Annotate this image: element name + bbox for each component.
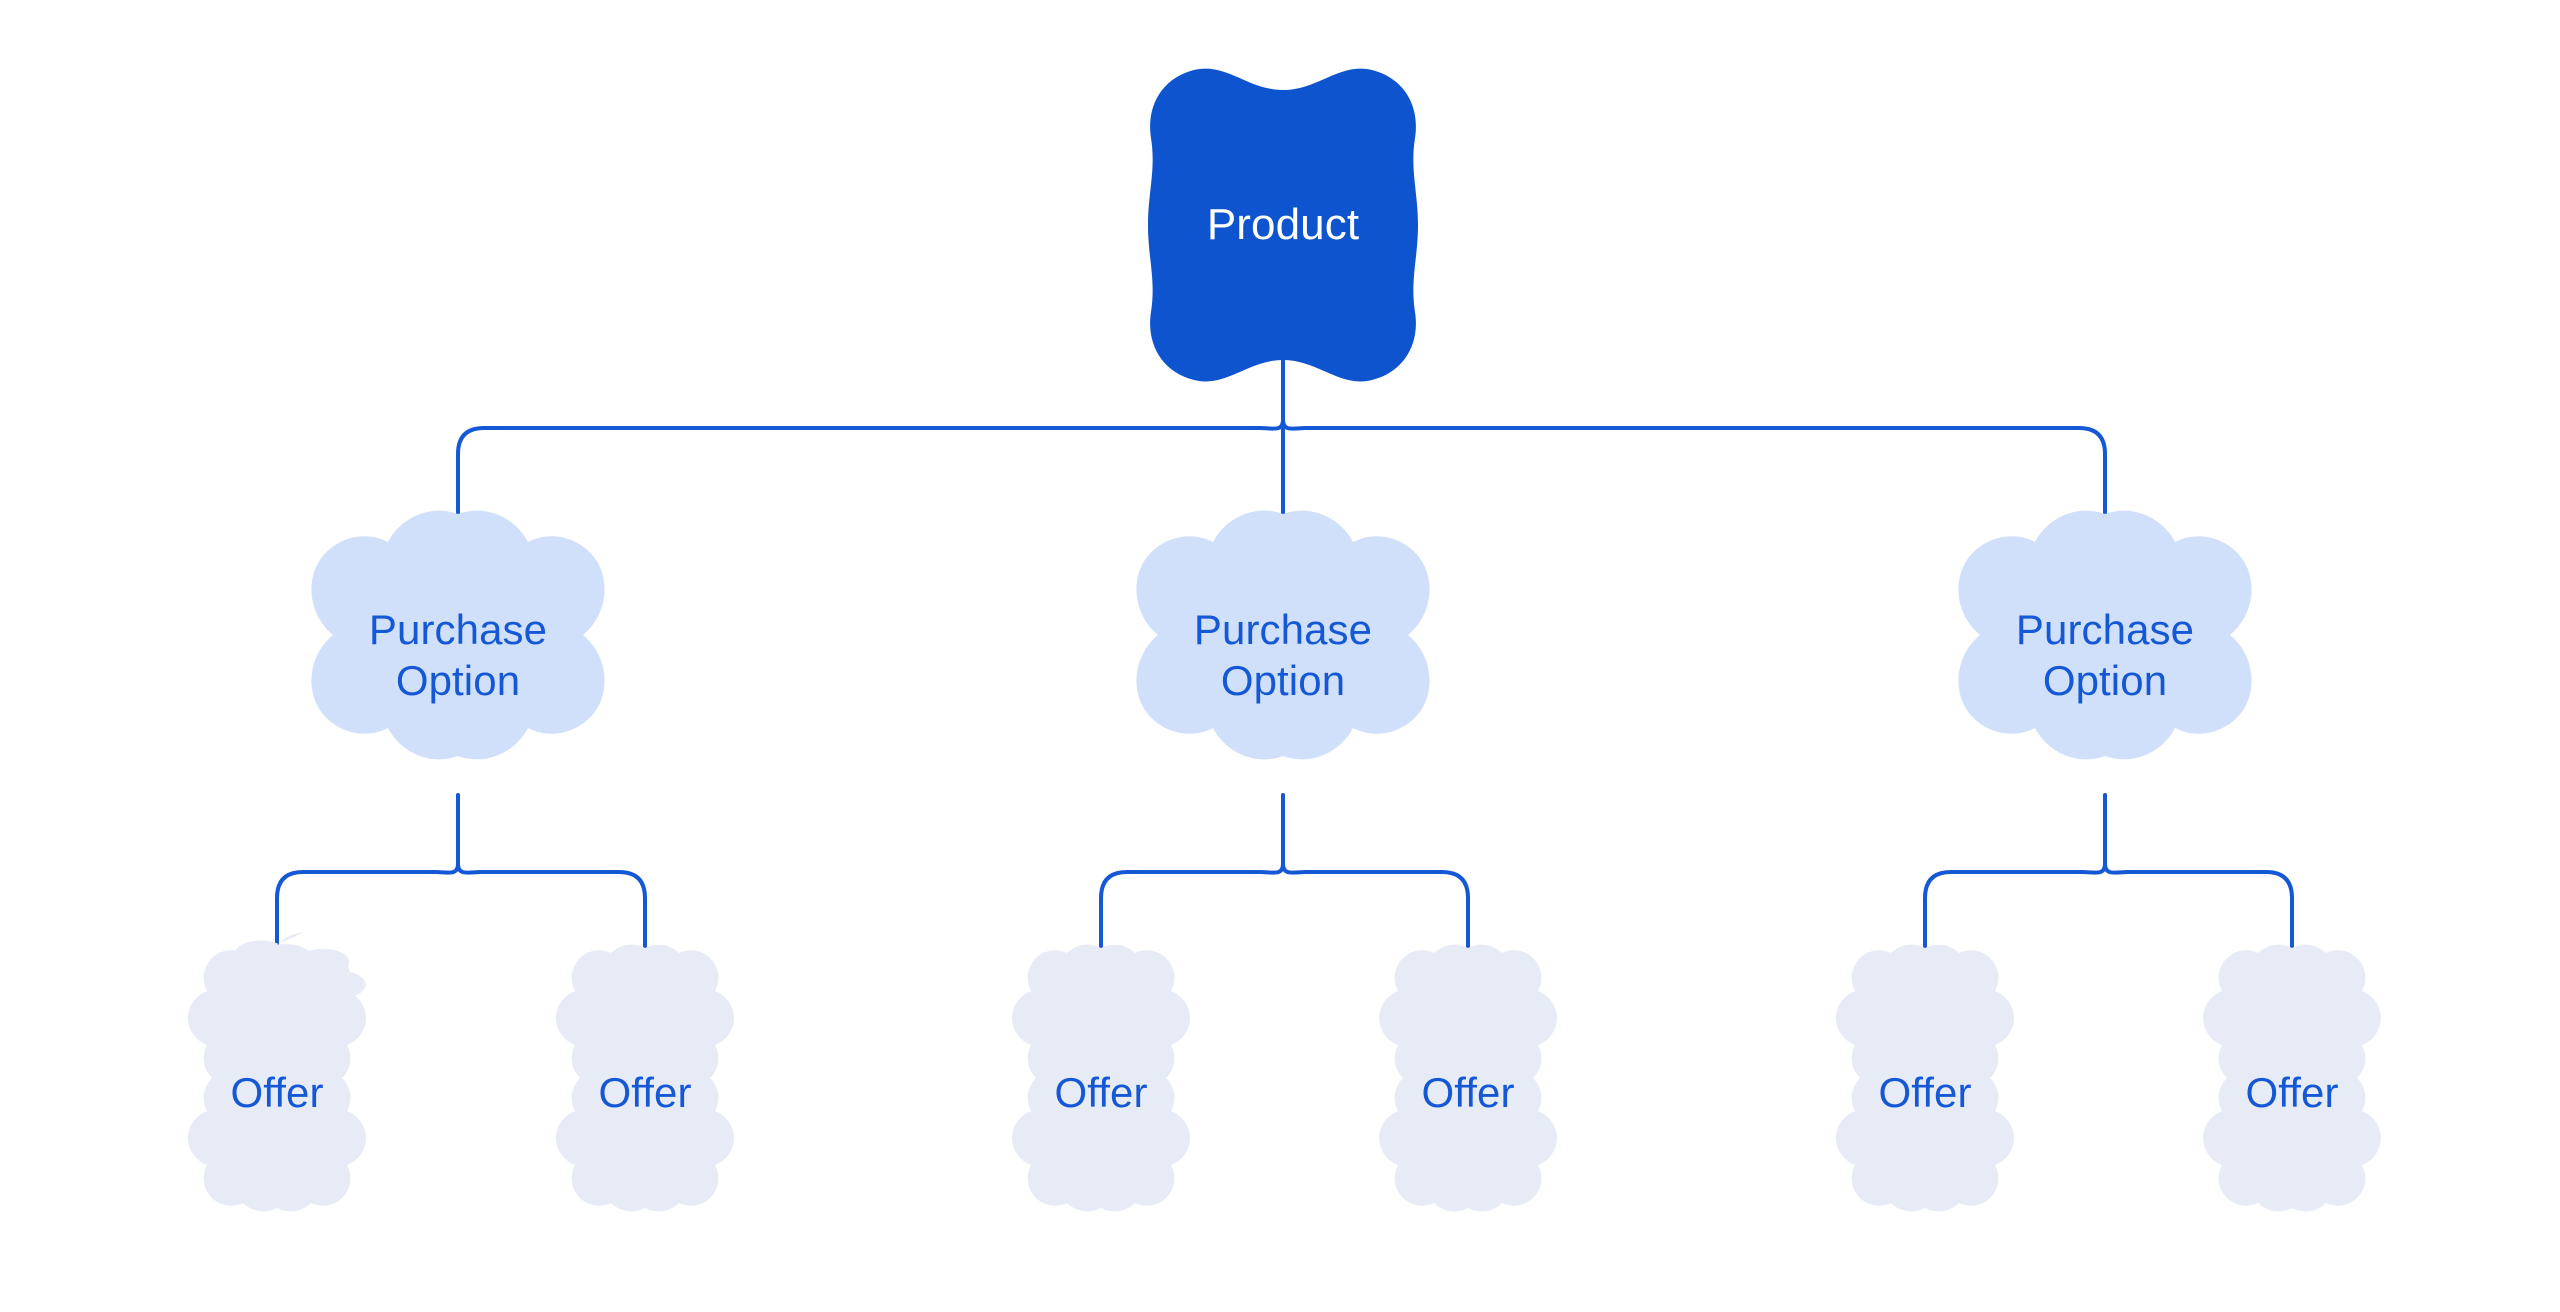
- connector-po1-bus-right: [456, 862, 647, 950]
- purchase-option-1-blob-shape[interactable]: [311, 510, 605, 760]
- connector-main-bus-right: [1281, 418, 2107, 518]
- offer-4-blob-shape[interactable]: [1379, 944, 1557, 1212]
- connector-main-bus-left: [456, 418, 1285, 518]
- connector-po1-bus-left: [275, 862, 460, 950]
- node-group-product: [1148, 68, 1418, 382]
- connector-po2-bus-right: [1281, 862, 1470, 950]
- purchase-option-3-blob-shape[interactable]: [1958, 510, 2252, 760]
- connector-layer: [275, 355, 2294, 950]
- offer-2-blob-shape[interactable]: [556, 944, 734, 1212]
- product-blob-shape[interactable]: [1148, 68, 1418, 382]
- node-group-purchase-options: [311, 510, 2252, 760]
- connector-po2-bus-left: [1099, 862, 1285, 950]
- offer-5-blob-shape[interactable]: [1836, 944, 2014, 1212]
- node-group-offers: [171, 932, 2381, 1212]
- offer-6-blob-shape[interactable]: [2203, 944, 2381, 1212]
- purchase-option-2-blob-shape[interactable]: [1136, 510, 1430, 760]
- connector-po3-bus-right: [2103, 862, 2294, 950]
- offer-1-blob-shape[interactable]: [171, 932, 366, 1212]
- connector-po3-bus-left: [1923, 862, 2107, 950]
- offer-3-blob-shape[interactable]: [1012, 944, 1190, 1212]
